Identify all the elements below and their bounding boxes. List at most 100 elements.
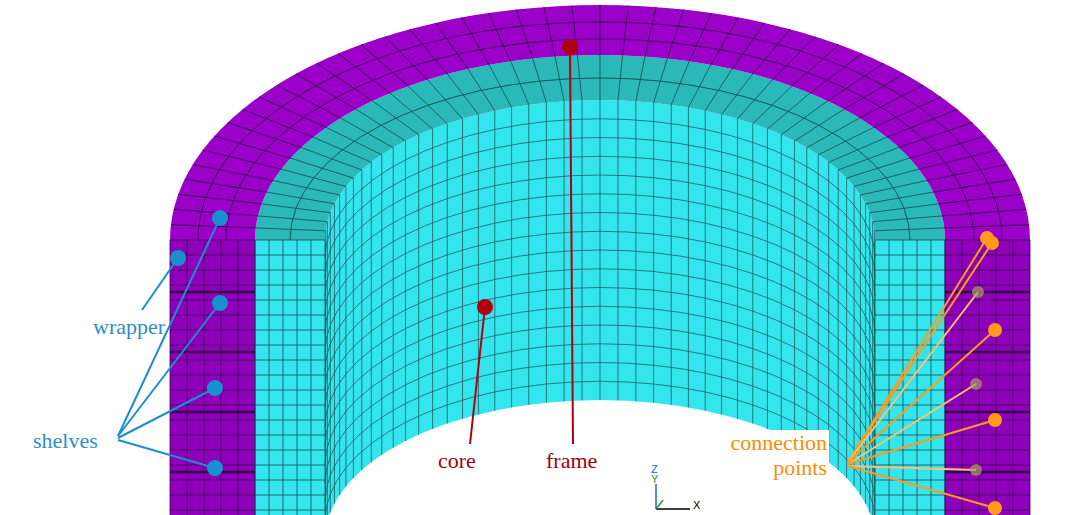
mesh-line	[945, 390, 1030, 391]
mesh-line	[170, 420, 255, 421]
mesh-line	[255, 360, 325, 361]
mesh-lines	[170, 5, 1030, 515]
mesh-line	[938, 194, 1021, 204]
mesh-line	[255, 345, 325, 346]
mesh-line	[325, 250, 875, 390]
mesh-line	[269, 240, 270, 515]
mesh-line	[945, 315, 1030, 316]
mesh-line	[945, 450, 1030, 451]
part-label: connection points	[700, 430, 829, 481]
mesh-line	[325, 306, 875, 446]
mesh-line	[255, 270, 325, 271]
mesh-line	[255, 285, 325, 286]
mesh-line	[489, 65, 512, 108]
mesh-line	[875, 390, 945, 391]
mesh-line	[944, 225, 1029, 228]
mesh-line	[874, 97, 941, 128]
mesh-line	[945, 330, 1030, 331]
mesh-line	[255, 465, 325, 466]
mesh-line	[325, 344, 875, 484]
mesh-line	[255, 450, 325, 451]
mesh-line	[203, 150, 282, 169]
mesh-line	[170, 510, 255, 511]
mesh-line	[325, 175, 875, 315]
mesh-line	[178, 194, 261, 204]
mesh-line	[170, 285, 255, 286]
mesh-line	[255, 405, 325, 406]
mesh-line	[945, 510, 1030, 511]
core-cut	[255, 240, 325, 515]
mesh-line	[688, 65, 711, 108]
mesh-line	[711, 18, 738, 65]
mesh-line	[185, 179, 267, 192]
mesh-line	[489, 13, 511, 61]
mesh-line	[255, 315, 325, 316]
mesh-line	[875, 255, 945, 256]
mesh-line	[228, 123, 302, 148]
mesh-line	[945, 375, 1030, 376]
mesh-line	[325, 138, 875, 278]
mesh-line	[875, 285, 945, 286]
mesh-line	[931, 240, 932, 515]
mesh-line	[933, 179, 1015, 192]
mesh-line	[325, 269, 875, 409]
mesh-line	[325, 240, 326, 515]
mesh-line	[259, 97, 326, 128]
mesh-line	[875, 510, 945, 511]
mesh-line	[255, 240, 256, 515]
part-label: core	[438, 448, 476, 473]
mesh-line	[875, 315, 945, 316]
mesh-line	[297, 240, 298, 515]
mesh-line	[600, 55, 601, 100]
mesh-line	[170, 345, 255, 346]
mesh-line	[214, 136, 290, 158]
mesh-line	[255, 330, 325, 331]
mesh-line	[170, 375, 255, 376]
mesh-line	[962, 240, 963, 515]
mesh-line	[945, 465, 1030, 466]
mesh-line	[996, 240, 997, 515]
mesh-line	[945, 405, 1030, 406]
mesh-line	[889, 240, 890, 515]
mesh-line	[875, 450, 945, 451]
mesh-line	[623, 6, 629, 56]
mesh-line	[810, 54, 862, 94]
mesh-line	[325, 381, 875, 515]
mesh-line	[170, 360, 255, 361]
mesh-line	[317, 63, 373, 101]
mesh-line	[1030, 240, 1031, 515]
mesh-line	[875, 345, 945, 346]
mesh-line	[238, 240, 239, 515]
mesh-line	[255, 495, 325, 496]
mesh-line	[311, 240, 312, 515]
mesh-line	[945, 495, 1030, 496]
mesh-line	[544, 7, 555, 57]
mesh-line	[927, 165, 1008, 181]
mesh-line	[945, 420, 1030, 421]
mesh-line	[875, 435, 945, 436]
mesh-line	[325, 363, 875, 503]
core-cut	[875, 240, 945, 515]
mesh-line	[255, 255, 325, 256]
axis-triad	[656, 484, 690, 509]
mesh-line	[909, 136, 985, 158]
part-label: frame	[546, 448, 597, 473]
mesh-line	[689, 13, 711, 61]
mesh-line	[221, 240, 222, 515]
mesh-line	[243, 109, 314, 137]
mesh-line	[875, 480, 945, 481]
mesh-line	[255, 510, 325, 511]
blue-leaders	[118, 211, 227, 475]
wrapper-cut	[945, 240, 1030, 515]
part-label: shelves	[33, 428, 98, 453]
axis-label: X	[693, 500, 700, 511]
mesh-line	[255, 240, 325, 241]
mesh-line	[170, 330, 255, 331]
mesh-line	[255, 420, 325, 421]
mesh-line	[945, 300, 1030, 301]
mesh-line	[645, 7, 656, 57]
mesh-line	[325, 156, 875, 296]
mesh-line	[325, 194, 875, 334]
mesh-line	[945, 240, 946, 515]
